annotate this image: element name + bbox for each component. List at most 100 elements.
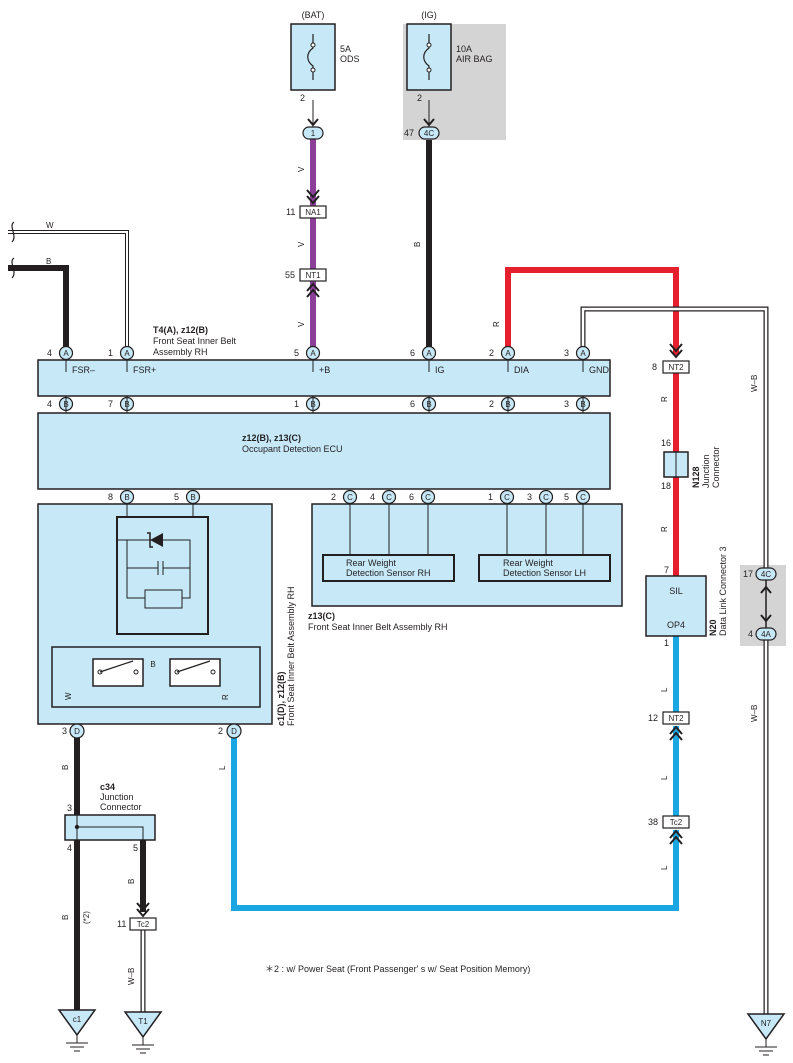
buckle-name: Front Seat Inner Belt Assembly RH <box>286 586 296 726</box>
n128-line1: Junction <box>701 454 711 488</box>
ecu-lower-pin-1-conn: B <box>190 493 195 502</box>
t4-subtitle-2: Assembly RH <box>153 347 208 357</box>
t4-top-terminal-3-conn: A <box>426 349 432 358</box>
wire-r-dia <box>505 267 679 355</box>
nt2-top-id: NT2 <box>668 363 684 372</box>
nt2-top-pin: 8 <box>652 362 657 372</box>
ig-fuse-name: AIR BAG <box>456 54 493 64</box>
ig-fuse <box>406 23 452 91</box>
ig-junction-id: 4C <box>424 129 434 138</box>
t4-top-terminal-5-conn: A <box>580 349 586 358</box>
c34-pin-right: 5 <box>133 843 138 853</box>
bat-junction-connector <box>302 118 324 140</box>
nt2-top-connector <box>662 343 690 374</box>
buckle-switch-2-icon <box>169 658 221 687</box>
tc2-left-id: Tc2 <box>137 920 150 929</box>
ecu-lower-pin-4-conn: C <box>425 493 431 502</box>
t4-bottom-pin-0-pin: 4 <box>47 399 52 409</box>
wire-break-b-icon <box>11 257 15 279</box>
bat-junction-id: 1 <box>311 129 316 138</box>
nt1-connector <box>299 268 327 298</box>
buckle-d3-conn: D <box>74 727 80 736</box>
wire-color-r-top: R <box>492 321 501 327</box>
n128-line2: Connector <box>711 446 721 488</box>
n128-pin-top: 16 <box>661 438 671 448</box>
bat-fuse-name: ODS <box>340 54 360 64</box>
bat-fuse-rating: 5A <box>340 44 351 54</box>
ground-n7-icon <box>746 1013 786 1056</box>
tc2-left-connector <box>129 902 157 931</box>
sensor-rh-line2: Detection Sensor RH <box>346 568 431 578</box>
buckle-d2-conn: D <box>231 727 237 736</box>
wire-wb-gnd-inner <box>581 307 768 568</box>
t4-terminal-label-0: FSR– <box>72 365 95 375</box>
ig-junction-pin: 47 <box>404 128 414 138</box>
sensor-assembly-title: z13(C) <box>308 611 335 621</box>
n20-name: Data Link Connector 3 <box>718 546 728 636</box>
strip-links-b <box>126 504 194 517</box>
t4-title: T4(A), z12(B) <box>153 325 208 335</box>
wire-color-l-bottom: L <box>660 865 669 870</box>
strip-ecu-links <box>65 396 584 413</box>
ecu-lower-pin-3-pin: 4 <box>370 492 375 502</box>
t4-terminal-label-4: DIA <box>514 365 529 375</box>
nt1-pin: 55 <box>285 270 295 280</box>
t4-terminal-label-5: GND <box>589 365 610 375</box>
wire-color-v3: V <box>297 321 306 327</box>
ground-c1-label: c1 <box>73 1015 82 1024</box>
ig-source-label: (IG) <box>421 10 437 20</box>
wire-color-v2: V <box>297 241 306 247</box>
buckle-d3-connector <box>69 723 85 739</box>
nt1-id: NT1 <box>305 271 321 280</box>
j17-connector <box>755 567 777 594</box>
n128-pin-bottom: 18 <box>661 481 671 491</box>
ecu-lower-pin-6-conn: C <box>543 493 549 502</box>
ecu-lower-pin-7-pin: 5 <box>564 492 569 502</box>
wire-color-wb-top: W–B <box>750 375 759 392</box>
n20-sil: SIL <box>669 586 683 596</box>
t4-top-terminal-0-conn: A <box>63 349 69 358</box>
n128-id: N128 <box>691 466 701 488</box>
t4-subtitle-1: Front Seat Inner Belt <box>153 336 237 346</box>
ecu-name: Occupant Detection ECU <box>242 444 343 454</box>
wire-l-bottom <box>231 738 679 911</box>
ecu-title: z12(B), z13(C) <box>242 433 301 443</box>
ecu-lower-pin-6 <box>538 489 554 505</box>
ground-n7-label: N7 <box>761 1019 772 1028</box>
t4-terminal-label-1: FSR+ <box>133 365 156 375</box>
t4-bottom-pin-5-pin: 3 <box>564 399 569 409</box>
n20-pin-top: 7 <box>664 565 669 575</box>
t4-top-terminal-1-conn: A <box>124 349 130 358</box>
wire-color-b-c1: B <box>61 915 70 920</box>
t4-bottom-pin-1-pin: 7 <box>108 399 113 409</box>
bat-fuse-pin: 2 <box>300 93 305 103</box>
j17-pin: 17 <box>743 569 753 579</box>
zener-diode-icon <box>150 533 163 547</box>
na1-id: NA1 <box>305 208 321 217</box>
ecu-lower-pin-2 <box>342 489 358 505</box>
tc2-right-connector <box>662 815 690 845</box>
sensor-rh-box <box>322 554 455 582</box>
n20-pin-bottom: 1 <box>664 638 669 648</box>
sensor-lh-line1: Rear Weight <box>503 558 553 568</box>
ecu-box <box>37 412 611 490</box>
t4-top-terminal-5 <box>575 345 591 361</box>
tc2-right-id: Tc2 <box>670 818 683 827</box>
ecu-lower-pin-0 <box>119 489 135 505</box>
t4-top-terminal-3 <box>421 345 437 361</box>
t4-bottom-pin-2-pin: 1 <box>294 399 299 409</box>
t4-top-terminal-0-pin: 4 <box>47 348 52 358</box>
t4-top-terminal-0 <box>58 345 74 361</box>
bat-fuse <box>290 23 336 91</box>
c34-line1: Junction <box>100 792 134 802</box>
t4-top-terminal-2 <box>305 345 321 361</box>
ecu-lower-pin-5-conn: C <box>504 493 510 502</box>
wire-b-left <box>8 265 69 347</box>
buckle-switch-1-icon <box>92 658 144 687</box>
wire-w-left-inner <box>8 231 128 347</box>
na1-pin: 11 <box>286 207 295 217</box>
tc2-right-pin: 38 <box>648 817 658 827</box>
wire-color-l-tc2: L <box>660 775 669 780</box>
nt2-bottom-id: NT2 <box>668 714 684 723</box>
